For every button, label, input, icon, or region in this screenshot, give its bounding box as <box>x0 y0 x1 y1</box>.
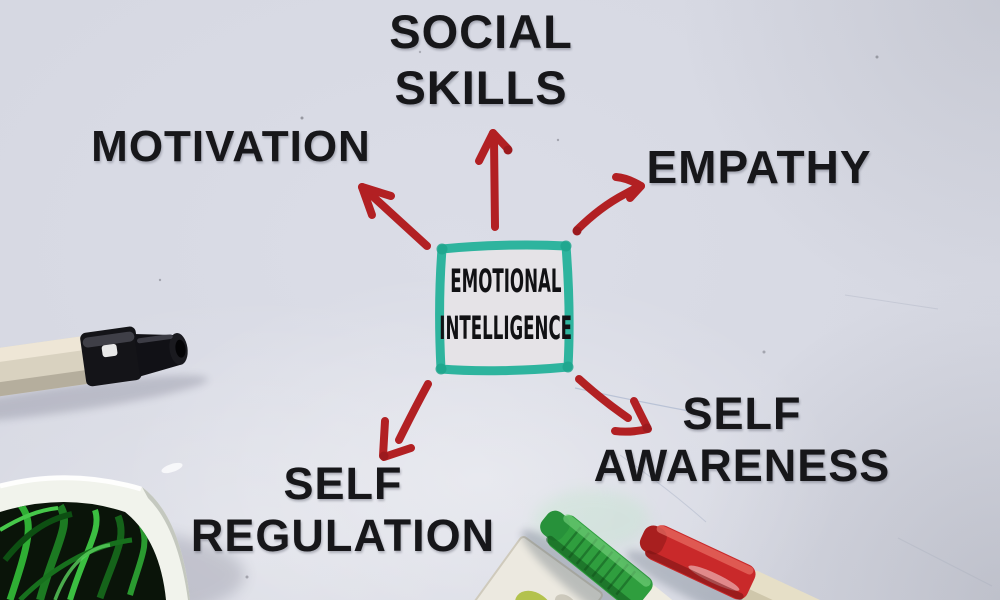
node-social-skills: SOCIAL SKILLS <box>389 4 573 116</box>
red-marker-body <box>741 570 849 600</box>
node-label-line: SELF <box>682 388 802 439</box>
node-label-line: AWARENESS <box>593 440 891 491</box>
node-self-regulation: SELF REGULATION <box>191 458 495 562</box>
center-box-label: EMOTIONAL INTELLIGENCE <box>437 243 574 366</box>
center-label-line1: EMOTIONAL <box>449 262 562 300</box>
arrow-motivation <box>358 183 431 250</box>
green-marker <box>521 510 698 600</box>
board-scratches <box>158 50 993 587</box>
black-marker <box>0 326 209 424</box>
arrow-empathy <box>572 173 645 236</box>
node-label-line: REGULATION <box>190 510 496 561</box>
node-label-line: MOTIVATION <box>91 122 371 171</box>
plant-leaves <box>0 502 166 600</box>
node-label-line: SKILLS <box>394 61 568 114</box>
red-marker-cap <box>644 525 756 600</box>
node-label-line: SELF <box>283 458 403 509</box>
arrow-self-awareness <box>575 375 652 436</box>
red-marker <box>626 525 849 600</box>
emotional-intelligence-box <box>435 240 574 376</box>
node-label-line: EMPATHY <box>646 141 872 193</box>
node-self-awareness: SELF AWARENESS <box>594 388 891 492</box>
green-marker-cap <box>547 515 653 600</box>
plant-cup <box>0 462 245 600</box>
arrow-social-skills <box>475 129 513 231</box>
node-motivation: MOTIVATION <box>91 122 371 172</box>
arrow-self-regulation <box>379 380 432 461</box>
node-empathy: EMPATHY <box>646 142 871 192</box>
arrows <box>358 129 652 461</box>
node-label-line: SOCIAL <box>389 5 573 58</box>
center-label-line2: INTELLIGENCE <box>439 309 572 347</box>
